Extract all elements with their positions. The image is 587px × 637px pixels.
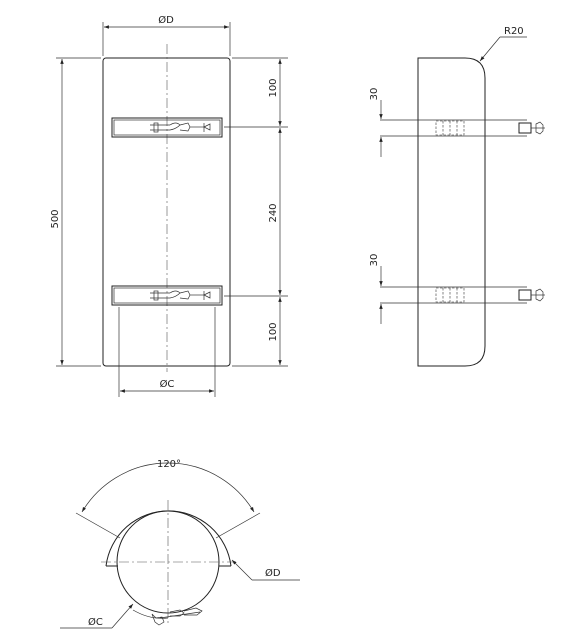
label-top-outer: ØD [265, 567, 281, 579]
front-lower-band-strap [111, 285, 223, 306]
label-top-angle: 120° [157, 459, 181, 470]
side-cover-outline [417, 57, 486, 367]
side-upper-clamp [518, 121, 545, 135]
label-front-inner: ØC [160, 378, 175, 390]
side-lower-clamp [518, 288, 545, 302]
label-front-height: 500 [50, 209, 61, 228]
top-sector-right-edge [215, 512, 261, 539]
label-front-width: ØD [158, 14, 174, 26]
dim-side-band-bottom: 30 [369, 254, 383, 324]
dim-front-right: 100 240 100 [224, 57, 288, 367]
front-upper-band [111, 117, 223, 138]
side-view: 30 30 R20 [369, 26, 545, 367]
label-front-bottom: 100 [268, 322, 279, 341]
top-cover-outer-arc [105, 510, 232, 567]
front-lower-band-inner [113, 287, 221, 304]
side-lower-band [380, 286, 545, 304]
dim-side-radius: R20 [479, 26, 527, 62]
front-lower-clamp [150, 290, 211, 301]
top-angle-arc [81, 462, 255, 513]
dim-top-outer: ØD [231, 559, 300, 581]
dim-top-inner: ØC [60, 603, 134, 629]
label-front-mid: 240 [268, 203, 279, 222]
top-view: 120° ØD ØC [60, 459, 300, 629]
dim-front-width: ØD [102, 14, 231, 56]
top-sector-left-edge [75, 512, 121, 539]
front-lower-band [111, 285, 223, 306]
front-cover-outline [102, 57, 231, 367]
front-upper-band-strap [111, 117, 223, 138]
top-clamp [132, 607, 203, 626]
front-upper-clamp [150, 122, 211, 133]
label-front-top: 100 [268, 78, 279, 97]
label-side-radius: R20 [504, 26, 524, 37]
dim-side-band-top: 30 [369, 88, 383, 157]
front-view: ØD 500 100 240 100 ØC [50, 14, 288, 397]
dim-front-inner: ØC [118, 307, 216, 397]
label-top-inner: ØC [88, 616, 103, 628]
label-side-band-bottom: 30 [369, 254, 380, 267]
front-upper-band-inner [113, 119, 221, 136]
dim-front-height: 500 [50, 57, 101, 367]
label-side-band-top: 30 [369, 88, 380, 101]
side-upper-band [380, 119, 545, 137]
